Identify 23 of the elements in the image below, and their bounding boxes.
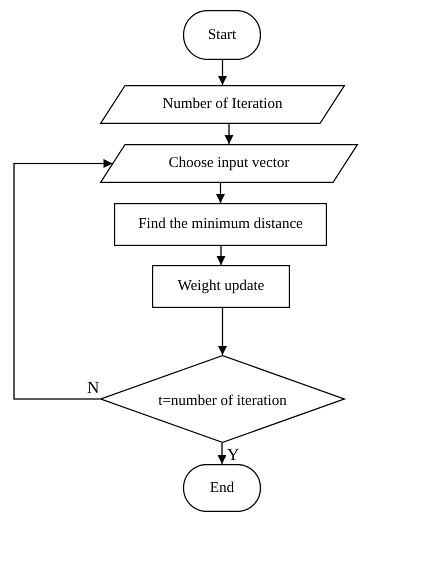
node-label: Find the minimum distance <box>138 216 303 233</box>
node-label: End <box>210 480 234 496</box>
edge-label: N <box>86 379 100 396</box>
node-label: Weight update <box>178 278 264 295</box>
arrow <box>216 246 226 265</box>
arrow <box>218 308 227 355</box>
node-label: Start <box>208 26 236 44</box>
decision-diamond <box>100 355 345 443</box>
node-label: Choose input vector <box>168 155 290 172</box>
arrow <box>216 183 225 203</box>
process-box <box>114 203 327 246</box>
arrow <box>13 159 112 400</box>
input-parallelogram <box>100 85 345 124</box>
edge-label: Y <box>226 446 240 463</box>
arrow <box>218 60 227 85</box>
input-parallelogram <box>100 144 358 183</box>
arrow <box>218 443 226 464</box>
process-box <box>152 265 290 308</box>
start-terminal <box>183 10 261 60</box>
node-label: Number of Iteration <box>162 96 282 113</box>
end-terminal <box>183 464 261 512</box>
arrow <box>224 124 234 144</box>
node-label: t=number of iteration <box>158 392 287 410</box>
